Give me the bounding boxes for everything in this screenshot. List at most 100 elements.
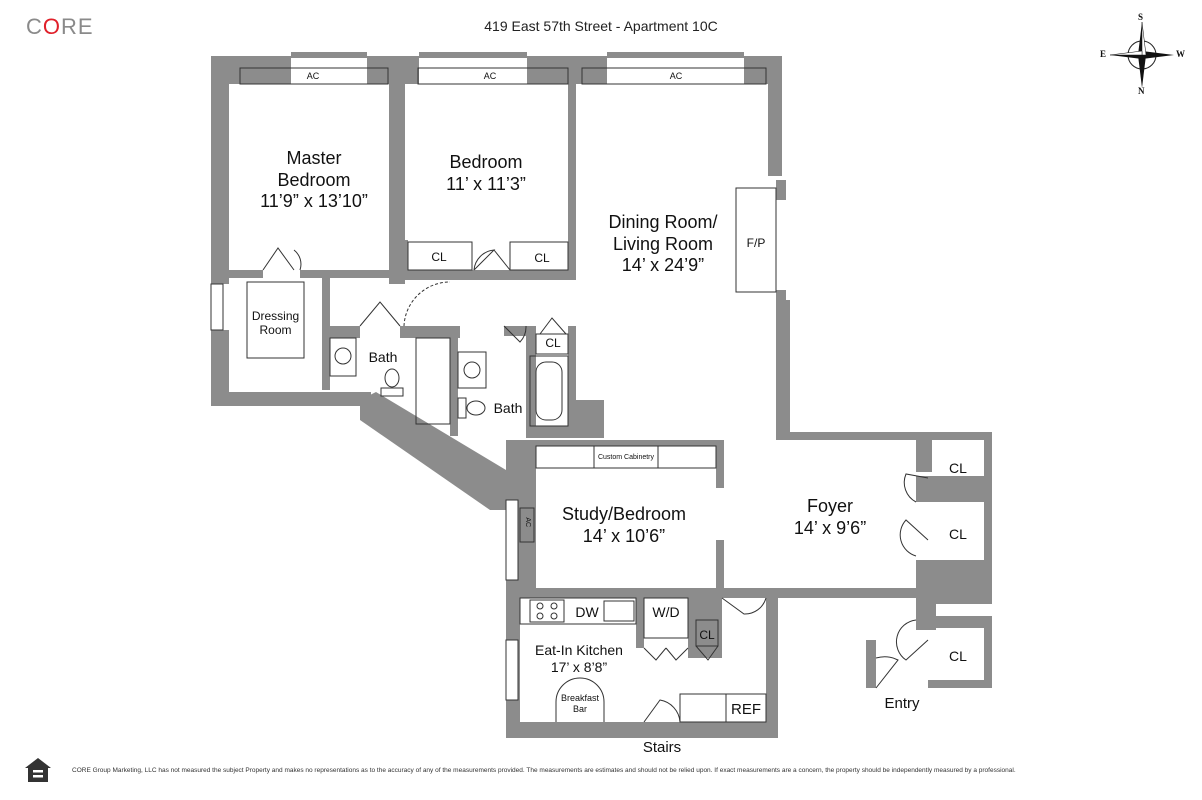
wall	[300, 270, 391, 278]
closet-label: CL	[949, 648, 967, 664]
shower	[415, 337, 451, 425]
equal-housing-icon	[24, 756, 52, 784]
closet-label: CL	[431, 250, 447, 264]
wall	[400, 326, 460, 338]
ac-label: AC	[524, 517, 532, 528]
fixtures	[239, 67, 777, 723]
custom-cabinetry-label: Custom Cabinetry	[597, 454, 655, 461]
wall	[322, 278, 330, 390]
refrigerator-label: REF	[731, 701, 761, 718]
study-bedroom-label: Study/Bedroom 14’ x 10’6”	[561, 504, 687, 546]
compass-n: N	[1138, 86, 1145, 96]
bathtub-basin	[535, 361, 563, 421]
core-logo: CORE	[26, 14, 94, 39]
fireplace	[735, 187, 777, 293]
wall	[400, 240, 408, 280]
wall	[526, 426, 604, 438]
wall	[527, 56, 607, 84]
washer-dryer	[643, 597, 689, 639]
wall	[568, 56, 576, 274]
ac-label: AC	[483, 71, 497, 81]
wall	[229, 270, 263, 278]
window	[607, 52, 744, 58]
entry-label: Entry	[884, 695, 920, 712]
fireplace-label: F/P	[746, 236, 766, 250]
closet	[407, 241, 473, 271]
wall	[211, 392, 371, 406]
bedroom-label: Bedroom 11’ x 11’3”	[446, 152, 526, 194]
dishwasher-label: DW	[575, 604, 599, 620]
wall	[916, 560, 992, 604]
page-title: 419 East 57th Street - Apartment 10C	[484, 18, 718, 34]
washer-dryer-label: W/D	[652, 604, 680, 620]
wall	[526, 326, 536, 432]
legal-disclaimer: CORE Group Marketing, LLC has not measur…	[72, 767, 1016, 774]
wall	[400, 270, 576, 280]
sink	[457, 351, 487, 389]
closet	[509, 241, 569, 271]
toilet-tank	[380, 387, 404, 397]
window	[505, 639, 519, 701]
kitchen-counter	[519, 597, 637, 625]
bathtub	[529, 355, 569, 427]
ac-unit	[519, 507, 535, 543]
bath-label-1: Bath	[368, 349, 398, 365]
wall	[984, 616, 992, 688]
wall	[520, 440, 720, 446]
ac-unit	[417, 67, 569, 85]
toilet	[384, 368, 400, 388]
eat-in-kitchen-label: Eat-In Kitchen 17’ x 8’8”	[535, 642, 623, 675]
wall	[504, 326, 528, 336]
closet-label: CL	[534, 251, 550, 265]
wall	[916, 432, 932, 472]
wall	[768, 56, 782, 176]
ac-label: AC	[669, 71, 683, 81]
wall	[766, 588, 778, 738]
compass-s: S	[1138, 12, 1144, 22]
wall	[916, 616, 992, 628]
foyer-label: Foyer 14’ x 9’6”	[793, 496, 867, 538]
stairs-label: Stairs	[642, 739, 682, 756]
window	[291, 52, 367, 58]
sink	[329, 337, 357, 377]
dressing-room-label: Dressing Room	[251, 309, 300, 338]
wall	[568, 326, 576, 406]
wall	[766, 588, 916, 598]
compass-e: E	[1100, 49, 1107, 59]
toilet-tank	[457, 397, 467, 419]
dressing-cabinet	[246, 281, 305, 359]
ac-unit	[239, 67, 389, 85]
refrigerator	[725, 693, 767, 723]
walls	[211, 52, 992, 738]
wall	[776, 300, 790, 438]
wall	[506, 722, 778, 738]
compass-rose-icon: S N E W	[1100, 12, 1185, 96]
dining-living-label: Dining Room/ Living Room 14’ x 24’9”	[608, 212, 718, 276]
wall	[211, 56, 229, 284]
wall	[928, 680, 992, 688]
window	[505, 499, 519, 581]
wall	[211, 330, 229, 406]
closet	[695, 619, 719, 647]
wall	[636, 598, 644, 648]
master-bedroom-label: Master Bedroom 11’9” x 13’10”	[260, 148, 368, 212]
wall	[568, 240, 576, 280]
doors	[262, 247, 929, 723]
wall	[866, 640, 876, 688]
toilet	[466, 400, 486, 416]
wall	[776, 432, 992, 440]
closet-label: CL	[949, 526, 967, 542]
wall	[984, 432, 992, 602]
breakfast-bar-label: Breakfast Bar	[560, 693, 600, 714]
wall	[716, 540, 724, 594]
window	[419, 52, 527, 58]
sink-bowl	[463, 361, 481, 379]
wall	[520, 588, 768, 598]
stove	[529, 599, 565, 623]
sink-bowl	[334, 347, 352, 365]
wall	[450, 326, 458, 436]
bath-label-2: Bath	[493, 400, 523, 416]
diagonal-wall	[360, 392, 506, 510]
